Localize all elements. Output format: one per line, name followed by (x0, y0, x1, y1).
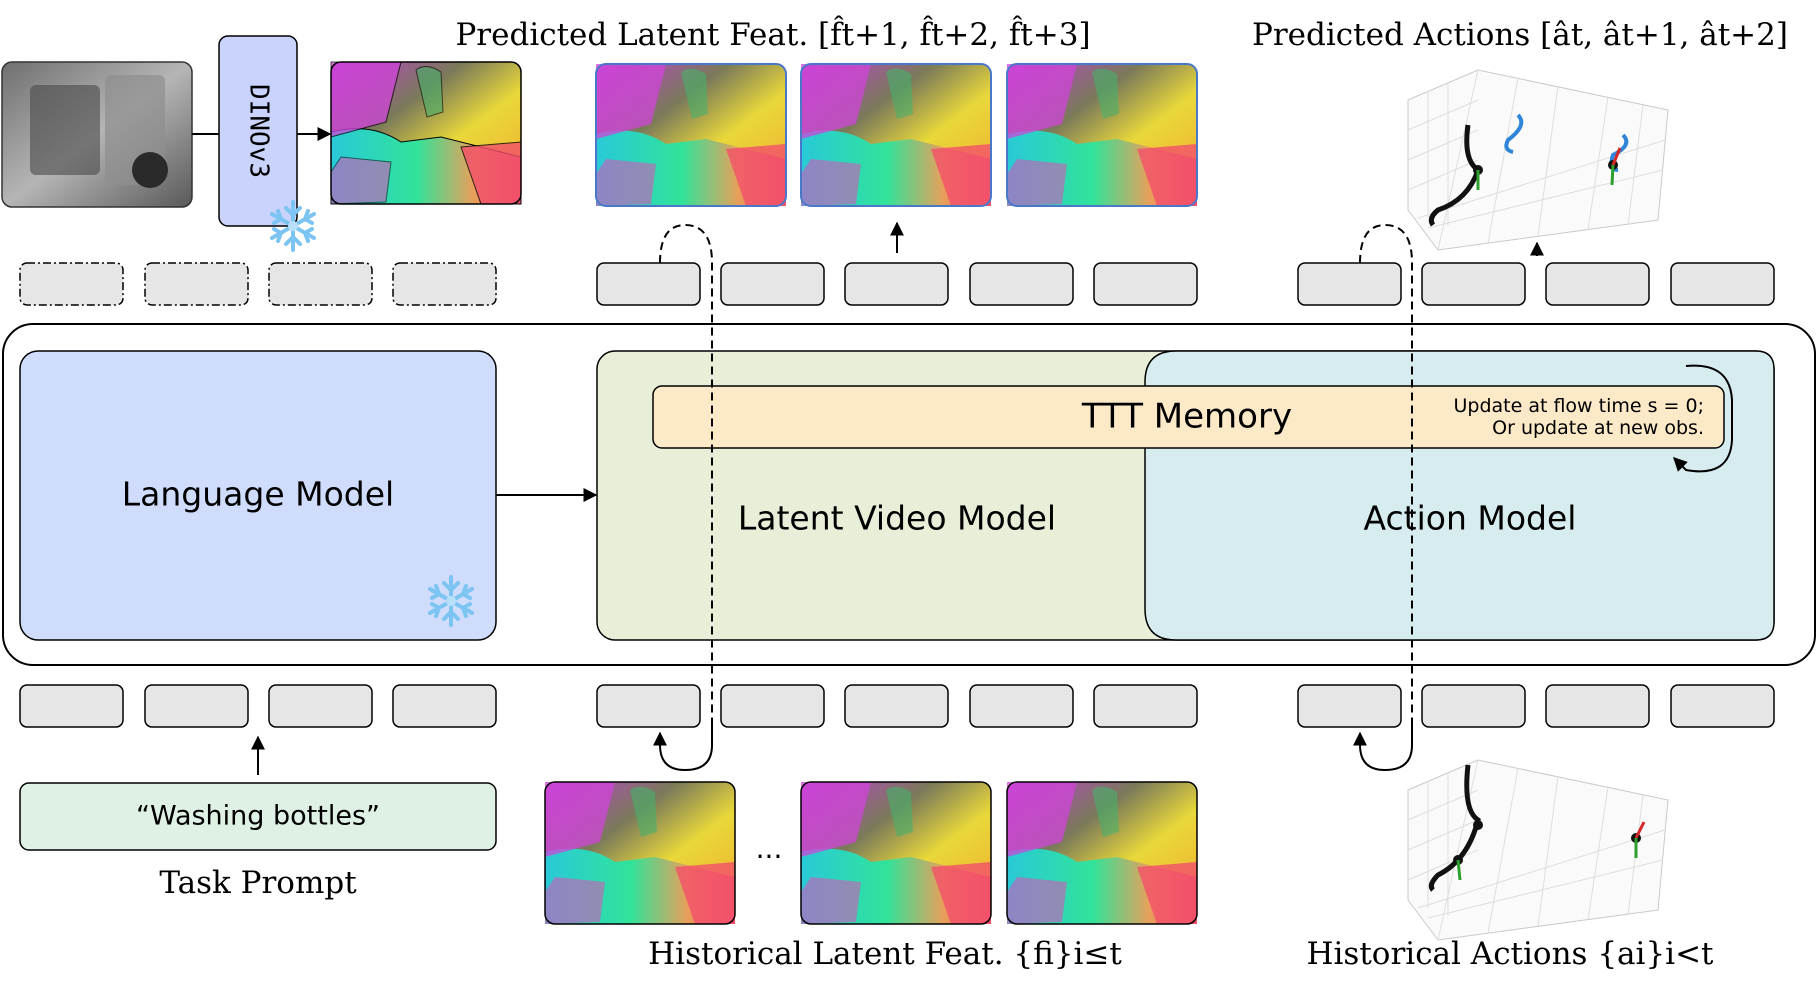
predicted-feature-map (801, 64, 991, 206)
predicted-feature-map (596, 64, 786, 206)
action-skip-path (1359, 223, 1413, 725)
action-output-tokens (1297, 262, 1775, 306)
action-input-tokens (1297, 684, 1775, 728)
bottom-token-row (19, 684, 1775, 728)
ttt-update-loop-arrow (1673, 364, 1733, 473)
dino-encoder: DINOv3 (218, 35, 316, 252)
ellipsis: ... (756, 832, 783, 865)
predicted-latent-features (595, 63, 1198, 207)
action-model-label: Action Model (1364, 499, 1577, 538)
predicted-feature-map (1007, 64, 1197, 206)
language-model-block: Language Model (19, 350, 497, 641)
placeholder-tokens (19, 262, 497, 306)
task-prompt-caption: Task Prompt (159, 865, 357, 901)
ttt-update-note-line1: Update at flow time s = 0; (1453, 395, 1704, 417)
latent-video-model-label: Latent Video Model (738, 499, 1056, 538)
top-token-row (19, 262, 1775, 306)
language-model-label: Language Model (122, 475, 394, 514)
ttt-memory-block: TTT Memory Update at flow time s = 0; Or… (652, 364, 1733, 473)
task-prompt-text: “Washing bottles” (136, 801, 380, 832)
language-input-tokens (19, 684, 497, 728)
historical-latent-title: Historical Latent Feat. {fi}i≤t (648, 936, 1122, 972)
historical-feature-map (545, 782, 735, 924)
task-prompt-box: “Washing bottles” (19, 782, 497, 851)
action-input-arrow (1353, 725, 1413, 772)
historical-feature-map (801, 782, 991, 924)
latent-output-tokens (596, 262, 1198, 306)
latent-input-arrow (653, 725, 713, 772)
trajectory-3d-plot (1407, 759, 1669, 941)
historical-actions-title: Historical Actions {ai}i<t (1306, 936, 1714, 972)
encoded-feature-map (330, 61, 522, 205)
historical-latent-features: ... (544, 781, 1198, 925)
trajectory-3d-plot (1407, 69, 1669, 251)
latent-input-tokens (596, 684, 1198, 728)
ttt-memory-label: TTT Memory (1081, 397, 1292, 437)
input-observation (1, 61, 193, 208)
dino-encoder-label: DINOv3 (244, 84, 274, 178)
latent-skip-path (659, 223, 713, 725)
predicted-actions-title: Predicted Actions [ât, ât+1, ât+2] (1252, 17, 1788, 53)
historical-feature-map (1007, 782, 1197, 924)
predicted-latent-title: Predicted Latent Feat. [f̂t+1, f̂t+2, f̂… (455, 14, 1090, 53)
ttt-update-note-line2: Or update at new obs. (1492, 417, 1704, 439)
